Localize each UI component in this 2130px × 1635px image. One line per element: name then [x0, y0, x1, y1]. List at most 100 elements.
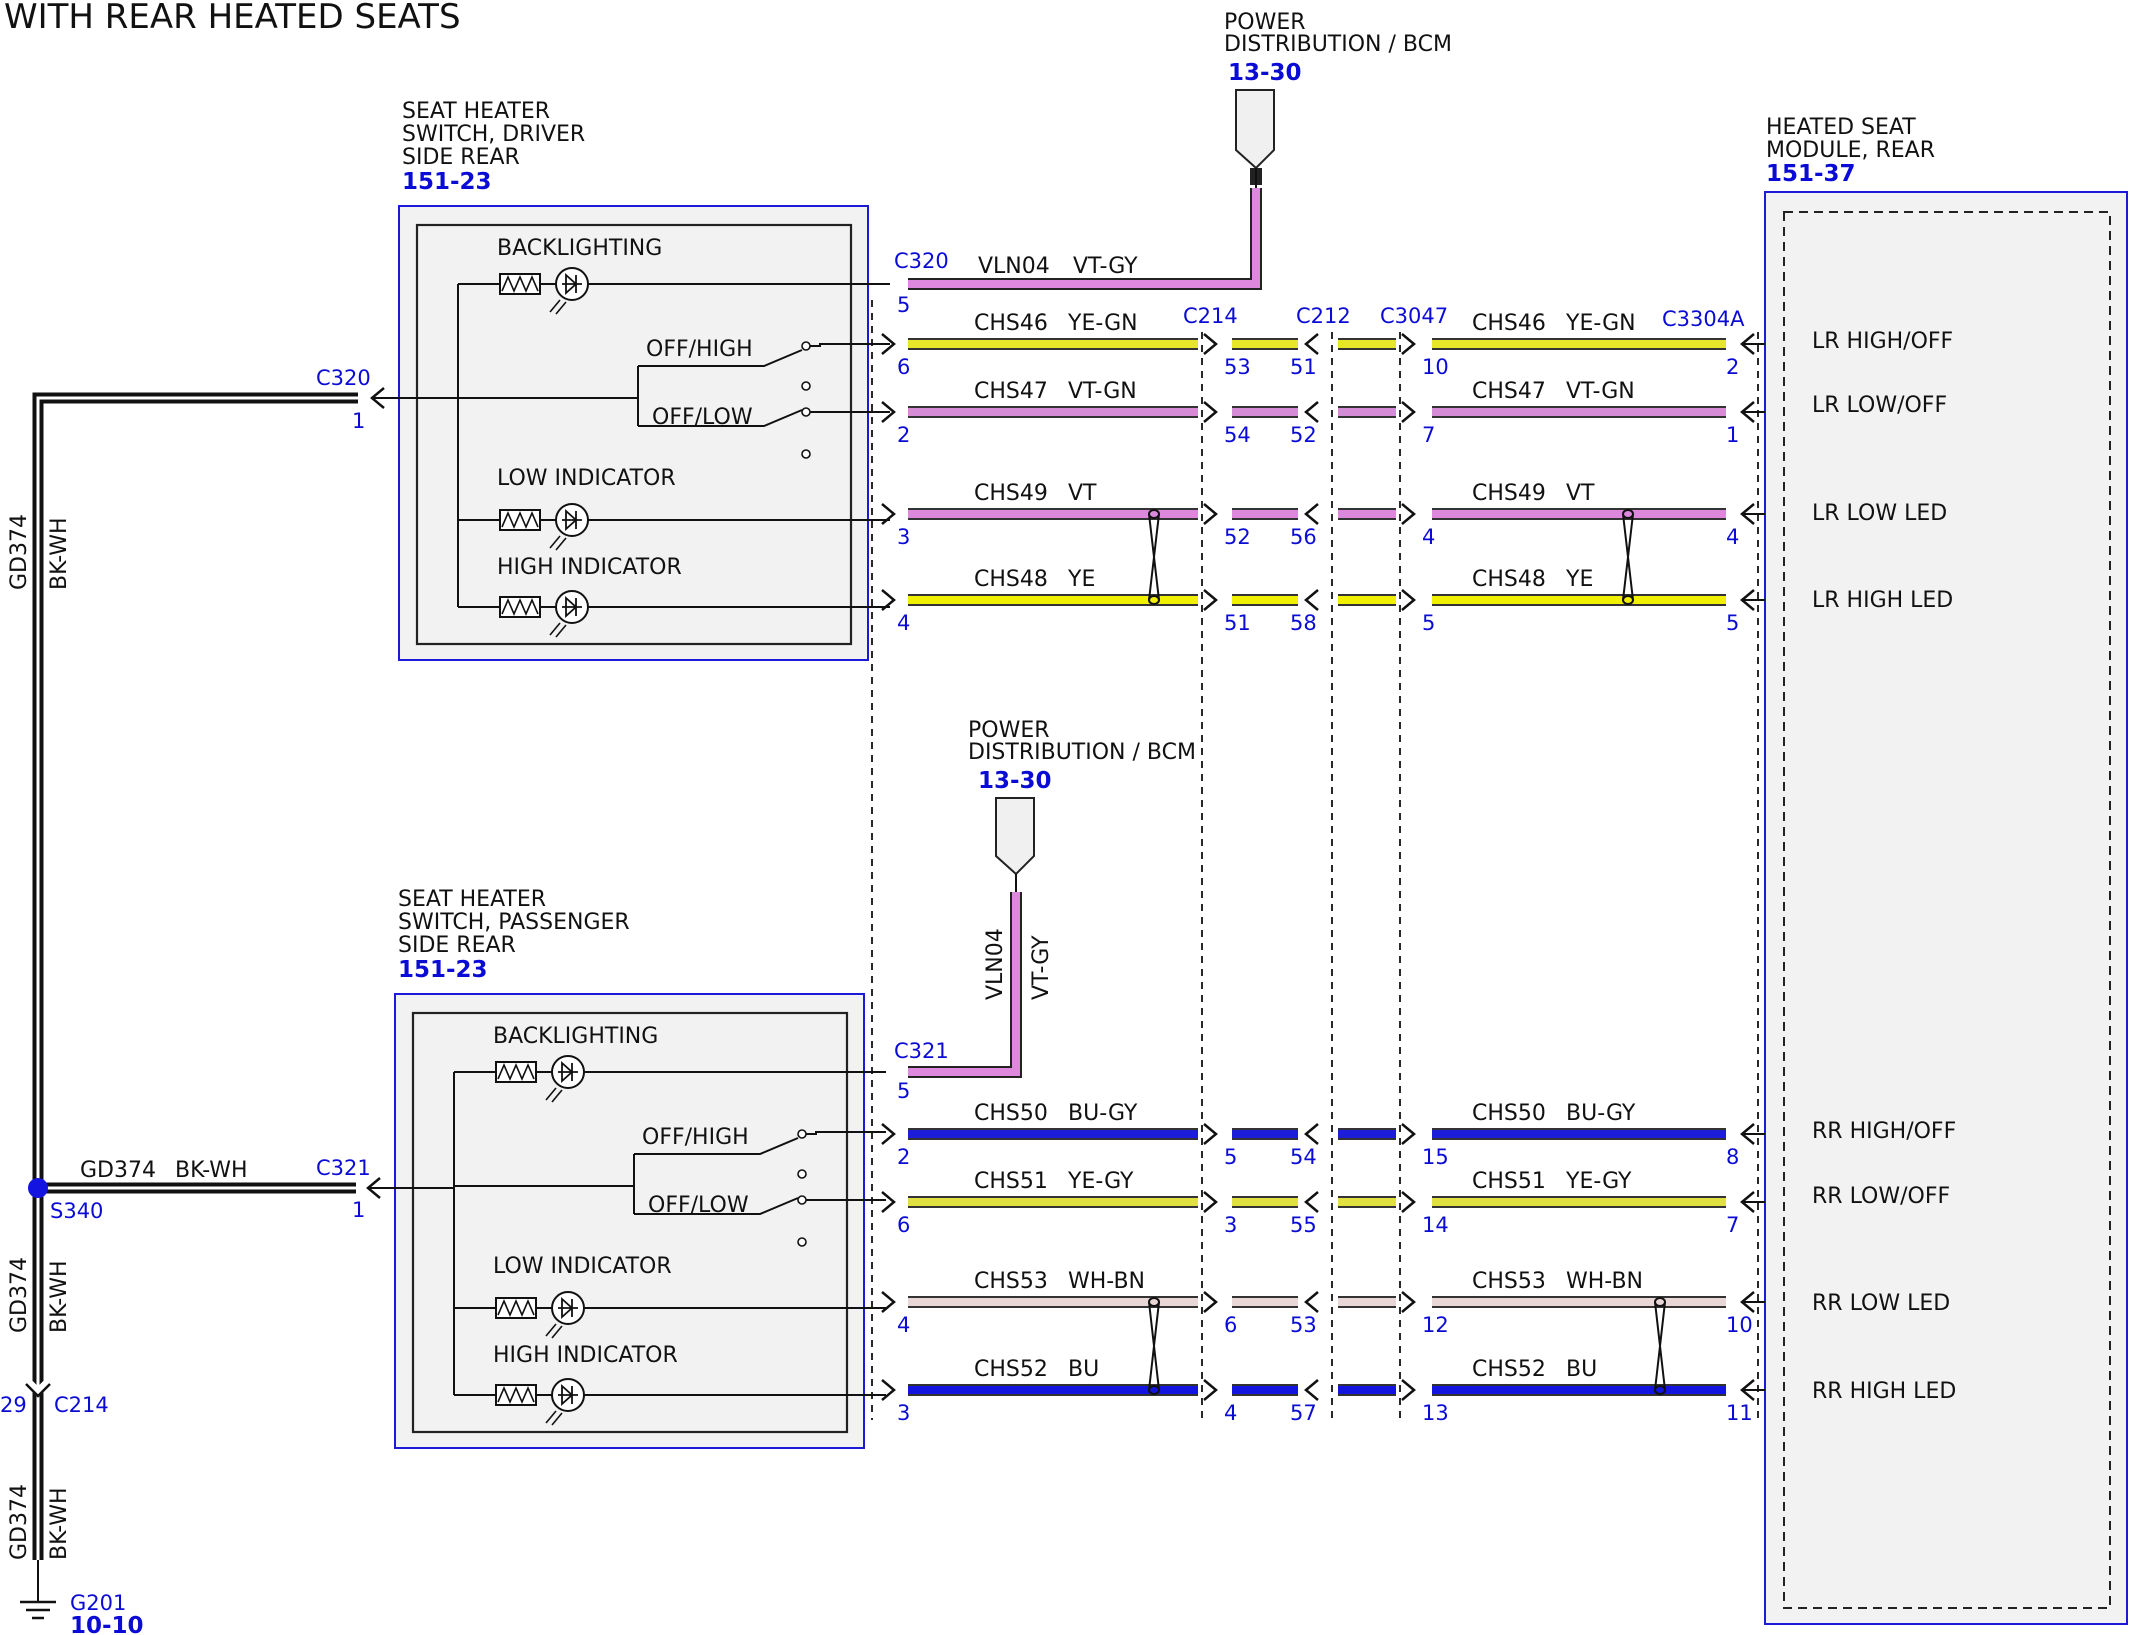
pin-lr-low-off: LR LOW/OFF — [1812, 393, 1947, 418]
passenger-switch-resistor-icon — [495, 1297, 537, 1319]
connector-c214-ground[interactable]: C214 — [54, 1393, 109, 1417]
power-wire-top: VLN04 VT-GY 5 — [897, 168, 1262, 317]
pin-number: 57 — [1290, 1401, 1317, 1425]
pin-number: 7 — [1726, 1213, 1739, 1237]
pin-number: 2 — [897, 1145, 910, 1169]
pin-number: 1 — [1726, 423, 1739, 447]
circuit-label: CHS48 — [1472, 567, 1546, 592]
circuit-label: CHS49 — [974, 481, 1048, 506]
pin-number: 52 — [1224, 525, 1251, 549]
pin-number: 6 — [897, 355, 910, 379]
pin-number: 51 — [1224, 611, 1251, 635]
driver-low-indicator-label: LOW INDICATOR — [497, 466, 676, 491]
pin-number: 5 — [1726, 611, 1739, 635]
power-mid-label-1: POWER — [968, 718, 1050, 743]
pin-number: 4 — [1726, 525, 1739, 549]
passenger-switch-resistor-icon — [495, 1061, 537, 1083]
ground-circuit-1: GD374 — [7, 514, 32, 590]
pin-c321-ground: 1 — [352, 1198, 365, 1222]
pin-rr-low-led: RR LOW LED — [1812, 1291, 1950, 1316]
circuit-label: CHS50 — [974, 1101, 1048, 1126]
power-distribution-top: POWER DISTRIBUTION / BCM 13-30 — [1224, 10, 1452, 170]
pin-number: 7 — [1422, 423, 1435, 447]
pin-lr-high-led: LR HIGH LED — [1812, 588, 1953, 613]
connector-c321-ground[interactable]: C321 — [316, 1156, 371, 1180]
circuit-color-label: VT — [1566, 481, 1595, 506]
driver-switch-label-1: SEAT HEATER — [402, 99, 550, 124]
passenger-switch-inner — [411, 1011, 849, 1434]
driver-switch-ref[interactable]: 151-23 — [402, 169, 492, 195]
power-mid-label-2: DISTRIBUTION / BCM — [968, 740, 1196, 765]
driver-switch-resistor-icon — [499, 273, 541, 295]
circuit-label: CHS47 — [1472, 379, 1546, 404]
power-mid-circuit: VLN04 — [983, 928, 1008, 1000]
pin-number: 5 — [1224, 1145, 1237, 1169]
circuit-label: CHS49 — [1472, 481, 1546, 506]
module-label-2: MODULE, REAR — [1766, 138, 1935, 163]
driver-off-high-label: OFF/HIGH — [646, 337, 753, 362]
diagram-title: WITH REAR HEATED SEATS — [4, 0, 461, 37]
pin-number: 4 — [1422, 525, 1435, 549]
ground-color-1: BK-WH — [47, 517, 72, 590]
driver-switch-inner — [415, 223, 853, 646]
connector-c320-ground[interactable]: C320 — [316, 366, 371, 390]
ground-g201-label[interactable]: G201 — [70, 1591, 126, 1615]
pin-number: 2 — [897, 423, 910, 447]
circuit-color-label: BU — [1068, 1357, 1099, 1382]
passenger-switch-ref[interactable]: 151-23 — [398, 957, 488, 983]
circuit-label: CHS53 — [974, 1269, 1048, 1294]
pin-number: 4 — [1224, 1401, 1237, 1425]
connector-c320-power[interactable]: C320 — [894, 249, 949, 273]
ground-circuit-2: GD374 — [7, 1257, 32, 1333]
ground-g201-ref[interactable]: 10-10 — [70, 1613, 144, 1635]
power-top-circuit: VLN04 — [978, 254, 1050, 279]
pin-number: 10 — [1422, 355, 1449, 379]
twisted-pair-markers — [1148, 509, 1666, 1395]
pin-number: 51 — [1290, 355, 1317, 379]
power-top-color: VT-GY — [1073, 254, 1138, 279]
heated-seat-module: HEATED SEAT MODULE, REAR 151-37 LR HIGH/… — [1764, 115, 2128, 1625]
ground-color-h: BK-WH — [175, 1158, 248, 1183]
pin-rr-low-off: RR LOW/OFF — [1812, 1184, 1950, 1209]
pin-rr-high-led: RR HIGH LED — [1812, 1379, 1956, 1404]
circuit-color-label: VT-GN — [1068, 379, 1137, 404]
module-ref[interactable]: 151-37 — [1766, 161, 1856, 187]
pin-c320-ground: 1 — [352, 409, 365, 433]
switch-internals — [453, 267, 890, 1426]
pin-number: 5 — [1422, 611, 1435, 635]
circuit-color-label: BU — [1566, 1357, 1597, 1382]
driver-switch-internals — [457, 267, 890, 638]
passenger-switch-label-2: SWITCH, PASSENGER — [398, 910, 630, 935]
connector-c214[interactable]: C214 — [1183, 304, 1238, 328]
connector-c212[interactable]: C212 — [1296, 304, 1351, 328]
passenger-backlighting-label: BACKLIGHTING — [493, 1024, 658, 1049]
splice-s340-dot[interactable] — [28, 1178, 48, 1198]
power-mid-pin: 5 — [897, 1079, 910, 1103]
connector-c3304a[interactable]: C3304A — [1662, 307, 1745, 331]
passenger-low-indicator-label: LOW INDICATOR — [493, 1254, 672, 1279]
pin-number: 56 — [1290, 525, 1317, 549]
pin-number: 12 — [1422, 1313, 1449, 1337]
passenger-switch-label-3: SIDE REAR — [398, 933, 516, 958]
pin-number: 4 — [897, 611, 910, 635]
pin-number: 55 — [1290, 1213, 1317, 1237]
driver-switch-label-3: SIDE REAR — [402, 145, 520, 170]
driver-switch-led-icon — [549, 590, 589, 638]
passenger-off-high-label: OFF/HIGH — [642, 1125, 749, 1150]
driver-switch-led-icon — [549, 267, 589, 315]
splice-s340-label[interactable]: S340 — [50, 1199, 103, 1223]
pin-number: 3 — [897, 525, 910, 549]
pin-number: 4 — [897, 1313, 910, 1337]
power-top-ref[interactable]: 13-30 — [1228, 60, 1302, 86]
pin-number: 58 — [1290, 611, 1317, 635]
connector-c3047[interactable]: C3047 — [1380, 304, 1448, 328]
power-mid-ref[interactable]: 13-30 — [978, 768, 1052, 794]
pin-number: 54 — [1290, 1145, 1317, 1169]
connector-c321-power[interactable]: C321 — [894, 1039, 949, 1063]
ground-circuit-h: GD374 — [80, 1158, 156, 1183]
circuit-label: CHS53 — [1472, 1269, 1546, 1294]
